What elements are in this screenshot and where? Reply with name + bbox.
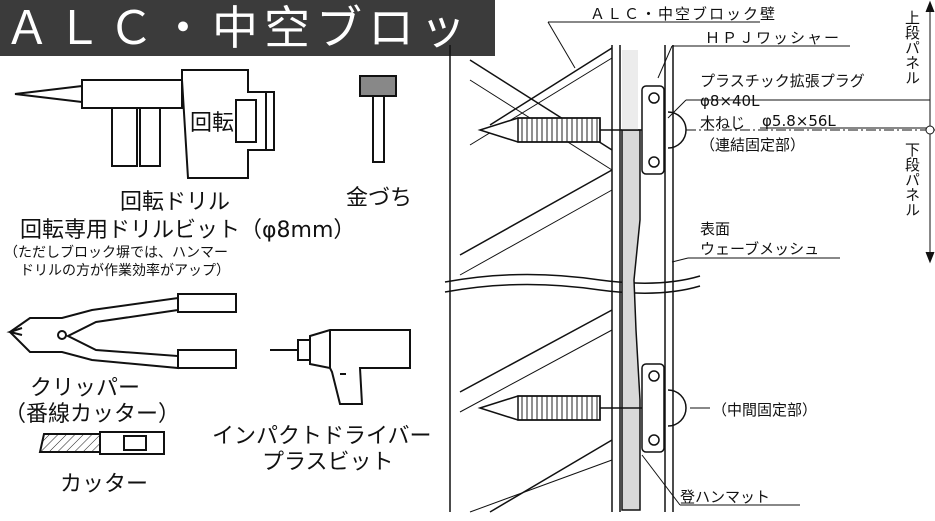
clipper-label-line2: （番線カッター）: [4, 402, 181, 427]
hammer-label: 金づち: [346, 186, 413, 211]
drill-body-label: 回転: [190, 111, 235, 136]
clipper-label-line1: クリッパー: [30, 376, 141, 401]
rotary-drill-icon: [14, 69, 275, 179]
impact-driver-label: インパクトドライバー: [212, 424, 432, 449]
clipper-icon: [6, 293, 237, 370]
screw-size-label: φ5.8×56L: [762, 112, 836, 130]
page-title: ＡＬＣ・中空ブロック: [0, 0, 495, 111]
upper-panel-label: 上段パネル: [903, 10, 921, 85]
cutter-label: カッター: [60, 472, 149, 497]
drill-bit-label: 回転専用ドリルビット（φ8mm）: [20, 218, 356, 243]
mesh-label: ウェーブメッシュ: [700, 240, 820, 258]
drill-note-line2: ドリルの方が作業効率がアップ）: [20, 263, 230, 279]
wall-section: [444, 45, 701, 513]
rotary-drill-label: 回転ドリル: [120, 190, 231, 215]
connect-fix-label: （連結固定部）: [700, 136, 806, 154]
plug-size-label: φ8×40L: [700, 92, 760, 110]
plus-bit-label: プラスビット: [262, 450, 394, 475]
surface-label: 表面: [700, 220, 731, 238]
hammer-icon: [359, 75, 397, 163]
mat-label: 登ハンマット: [680, 488, 771, 506]
middle-fix-label: （中間固定部）: [712, 401, 818, 419]
plug-label: プラスチック拡張プラグ: [700, 72, 865, 90]
screw-label: 木ねじ: [700, 114, 746, 132]
wall-label: ＡＬＣ・中空ブロック壁: [590, 5, 778, 23]
drill-note-line1: （ただしブロック塀では、ハンマー: [4, 245, 228, 261]
impact-driver-icon: [270, 329, 411, 405]
cutter-icon: [38, 431, 165, 455]
leader-lines: [547, 0, 935, 506]
washer-label: ＨＰＪワッシャー: [705, 29, 842, 47]
lower-panel-label: 下段パネル: [903, 142, 921, 217]
